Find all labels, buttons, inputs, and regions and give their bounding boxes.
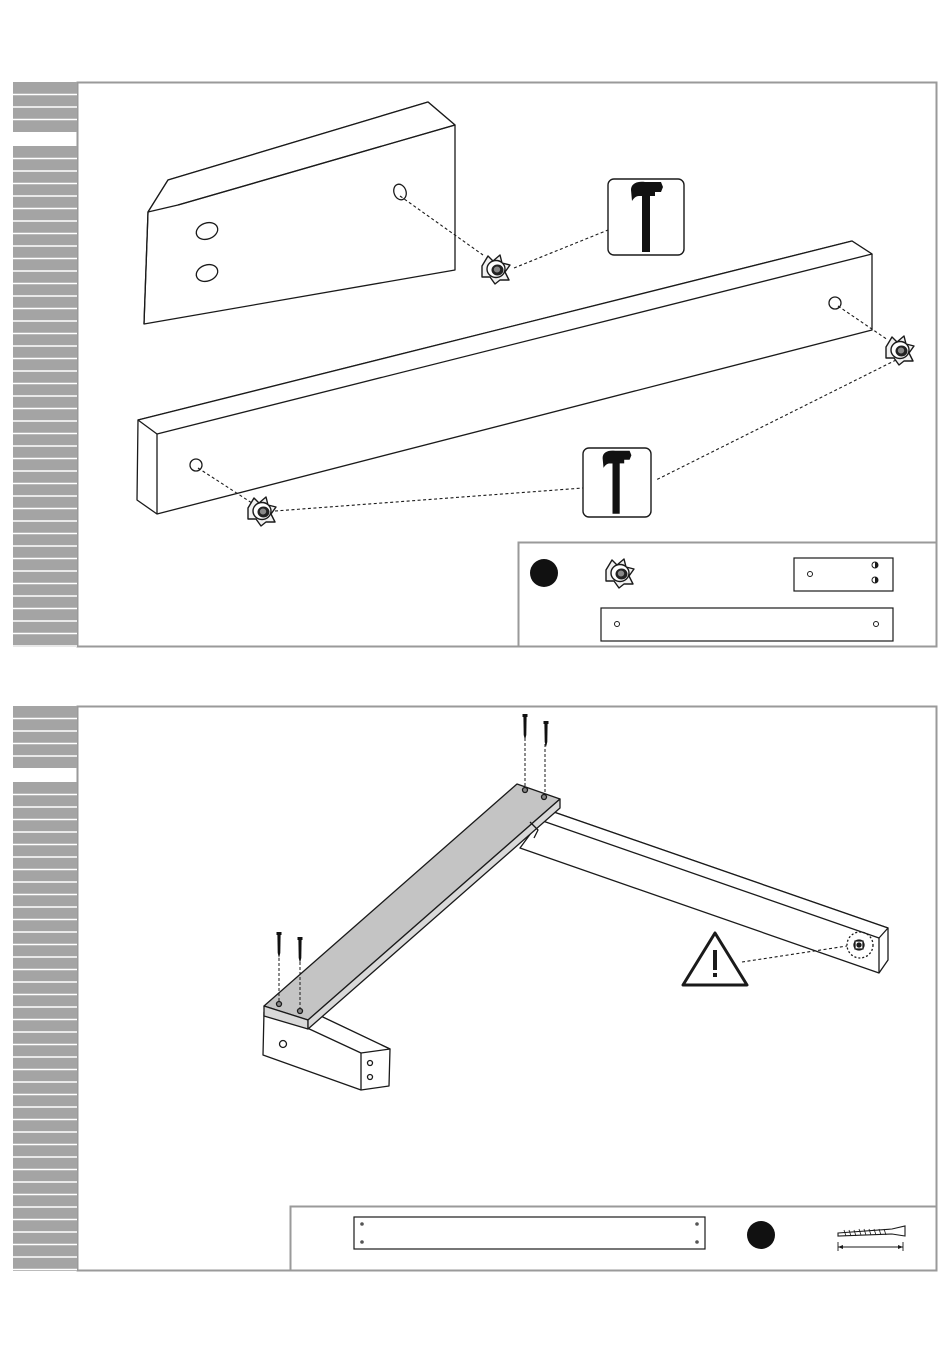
step-b-parts-box (291, 1207, 937, 1271)
nail-icon (523, 714, 528, 740)
tee-nut-icon (248, 497, 276, 526)
step-a-sidebar-bottom (13, 146, 77, 647)
long-board-four-holes-icon (354, 1217, 705, 1249)
nail-icon (544, 721, 549, 747)
tee-nut-icon (886, 336, 914, 365)
nail-icon (277, 932, 282, 958)
step-a-panel (13, 82, 937, 647)
step-b-sidebar-top (13, 706, 77, 768)
quantity-badge (530, 559, 558, 587)
nail-icon (298, 937, 303, 963)
short-board (144, 102, 455, 324)
quantity-badge (747, 1221, 775, 1249)
step-a-parts-box (519, 543, 937, 647)
step-a-sidebar-top (13, 82, 77, 132)
hammer-icon (608, 179, 684, 255)
hammer-icon (583, 448, 651, 517)
step-b-panel (13, 706, 937, 1271)
long-board-icon (601, 608, 893, 641)
short-board-icon (794, 558, 893, 591)
step-b-sidebar-bottom (13, 782, 77, 1271)
crossbar-board (264, 784, 560, 1029)
tee-nut-icon (482, 255, 510, 284)
